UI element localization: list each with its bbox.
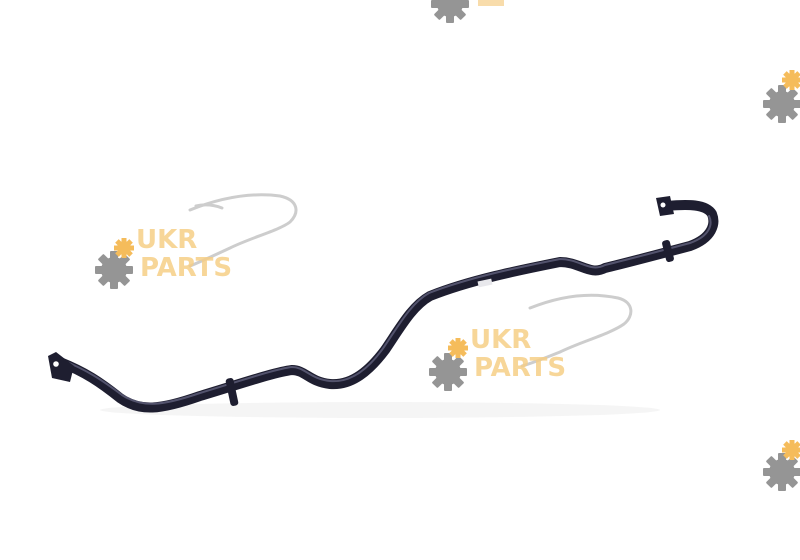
watermark-logo <box>755 65 800 131</box>
watermark-logo: UKR PARTS <box>87 193 298 297</box>
watermark-text: PARTS <box>140 253 232 283</box>
watermark-text: UKR <box>470 325 531 355</box>
gear-icon <box>421 345 475 399</box>
watermark-logo <box>423 0 504 31</box>
gear-icon <box>87 243 141 297</box>
watermark-logo: UKR PARTS <box>421 293 633 399</box>
watermark-logo <box>755 435 800 499</box>
watermark-text: PARTS <box>474 353 566 383</box>
product-shadow <box>100 402 660 418</box>
watermark-text: UKR <box>136 225 197 255</box>
stabilizer-bar-icon <box>48 196 719 413</box>
gear-icon <box>423 0 477 31</box>
